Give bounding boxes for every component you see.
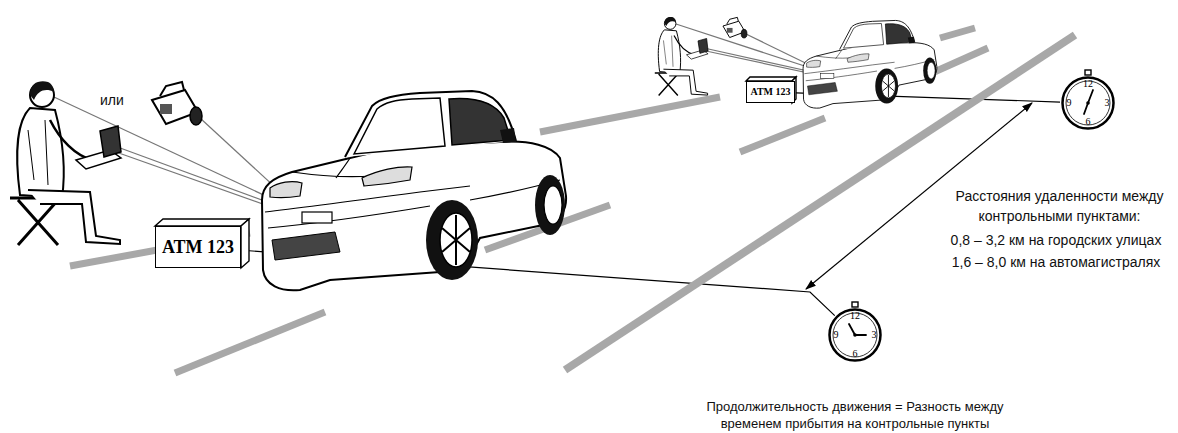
distance-note-line: 1,6 – 8,0 км на автомагистралях [938,252,1174,272]
license-plate-sign: ATM 123 [746,81,795,103]
stopwatch-crown [1085,70,1091,75]
near-car [262,91,566,290]
dial-number: 6 [1080,116,1096,128]
plate-number: ATM 123 [162,237,234,257]
far-car [803,20,937,108]
lane-stripe [940,28,975,38]
dial-number: 6 [847,348,863,360]
license-plate-sign: ATM 123 [155,226,241,268]
plate-number: ATM 123 [750,86,790,98]
lane-stripe [740,118,825,152]
dial-number: 9 [828,329,844,341]
stopwatch-crown [852,302,858,307]
stopwatch: 12369 [828,308,882,362]
stopwatch: 12369 [1061,76,1115,130]
stopwatch-hand [1088,90,1093,103]
plate-top-face [155,219,249,226]
stopwatch-pivot [853,333,857,337]
lane-stripe [540,97,720,132]
dial-number: 9 [1061,97,1077,109]
stopwatch-pivot [1086,101,1090,105]
distance-note-heading: Расстояния удаленности между контрольным… [952,186,1167,226]
lane-stripe [175,312,325,373]
dial-number: 12 [1080,78,1096,90]
stopwatch-hand [849,324,855,335]
dial-number: 3 [1099,97,1115,109]
plate-side-face [241,219,249,268]
or-note: или [100,91,144,109]
lane-stripe [932,48,988,73]
dial-number: 12 [847,310,863,322]
distance-note-line: 0,8 – 3,2 км на городских улицах [938,230,1174,250]
observer-with-camera [655,17,747,96]
dial-number: 3 [866,329,882,341]
travel-time-formula: Продолжительность движения = Разность ме… [700,398,1010,432]
observer-with-camera [10,81,202,245]
